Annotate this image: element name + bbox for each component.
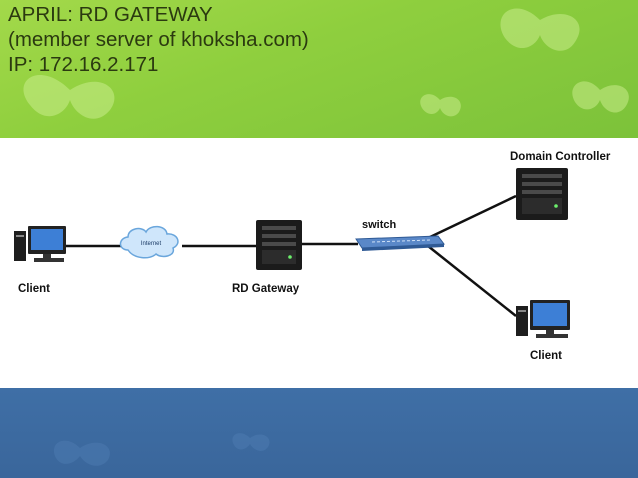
butterfly-decoration (23, 8, 629, 119)
network-switch-icon (355, 235, 445, 251)
diagram-canvas: Internet (14, 151, 611, 362)
title-line-2: (member server of khoksha.com) (8, 28, 309, 51)
internet-cloud-icon: Internet (119, 225, 179, 259)
title-banner: APRIL: RD GATEWAY (member server of khok… (0, 0, 638, 138)
title-line-3: IP: 172.16.2.171 (8, 53, 159, 76)
rd-gateway-server-icon (256, 220, 302, 270)
link-switch-client (427, 245, 517, 317)
network-diagram: Internet (0, 138, 638, 388)
rd-gateway-label: RD Gateway (232, 283, 300, 295)
client-computer-icon (14, 226, 66, 262)
client-left-label: Client (18, 283, 50, 295)
internet-label: Internet (141, 241, 162, 247)
slide-title: APRIL: RD GATEWAY (member server of khok… (8, 2, 309, 77)
domain-controller-label: Domain Controller (510, 151, 611, 163)
domain-controller-server-icon (516, 168, 568, 220)
client-computer-icon (516, 300, 570, 338)
footer-band (0, 388, 638, 478)
footer-decoration (53, 433, 270, 466)
link-switch-dc (427, 194, 517, 240)
switch-label: switch (362, 219, 397, 231)
title-line-1: APRIL: RD GATEWAY (8, 3, 213, 26)
client-right-label: Client (530, 350, 562, 362)
